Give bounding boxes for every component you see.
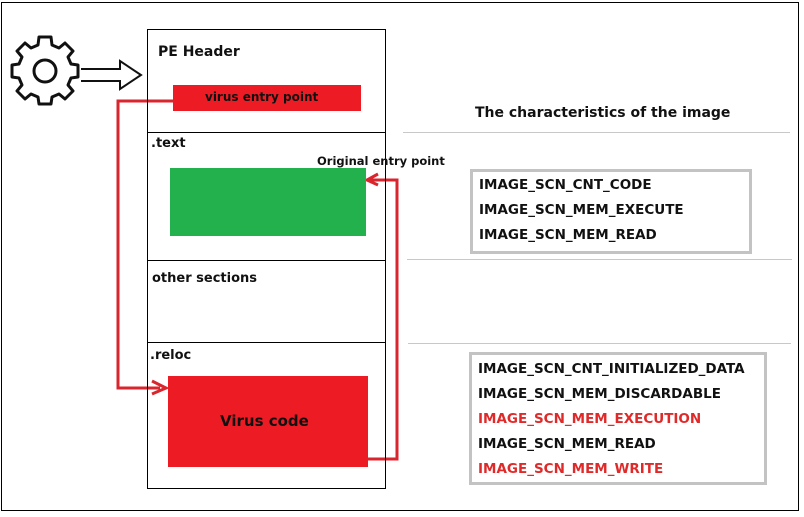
return-jump-arrow	[368, 178, 399, 461]
characteristic-item: IMAGE_SCN_MEM_READ	[478, 436, 656, 452]
virus-jump-arrowhead	[151, 379, 170, 396]
characteristic-item: IMAGE_SCN_MEM_EXECUTE	[479, 202, 684, 218]
diagram-frame	[1, 2, 799, 511]
text-code-block	[170, 168, 366, 236]
separator-line	[403, 132, 790, 133]
pe-file-layout: PE Header virus entry point .text other …	[147, 29, 386, 489]
virus-jump-arrow	[116, 99, 173, 390]
gear-icon	[10, 35, 80, 106]
pe-header-label: PE Header	[158, 44, 240, 60]
separator-line	[407, 259, 792, 260]
characteristic-item-highlighted: IMAGE_SCN_MEM_WRITE	[478, 461, 664, 477]
characteristics-title: The characteristics of the image	[475, 105, 731, 121]
characteristic-item: IMAGE_SCN_MEM_DISCARDABLE	[478, 386, 721, 402]
original-entry-point-label: Original entry point	[317, 154, 445, 168]
reloc-section-label: .reloc	[150, 348, 192, 363]
separator-line	[408, 343, 791, 344]
virus-entry-point-box: virus entry point	[173, 85, 361, 111]
virus-entry-point-label: virus entry point	[205, 90, 319, 104]
section-divider	[148, 342, 385, 343]
virus-code-block: Virus code	[168, 376, 368, 467]
virus-code-label: Virus code	[220, 412, 309, 430]
reloc-characteristics-box: IMAGE_SCN_CNT_INITIALIZED_DATA IMAGE_SCN…	[469, 352, 767, 485]
characteristic-item-highlighted: IMAGE_SCN_MEM_EXECUTION	[478, 411, 702, 427]
double-arrow-right-icon	[81, 59, 143, 91]
text-section-label: .text	[151, 136, 186, 151]
other-sections-label: other sections	[152, 271, 258, 286]
text-characteristics-box: IMAGE_SCN_CNT_CODE IMAGE_SCN_MEM_EXECUTE…	[470, 169, 752, 254]
section-divider	[148, 132, 385, 133]
characteristic-item: IMAGE_SCN_CNT_INITIALIZED_DATA	[478, 361, 745, 377]
characteristic-item: IMAGE_SCN_MEM_READ	[479, 227, 657, 243]
section-divider	[148, 260, 385, 261]
return-jump-arrowhead	[363, 172, 379, 187]
characteristic-item: IMAGE_SCN_CNT_CODE	[479, 177, 652, 193]
